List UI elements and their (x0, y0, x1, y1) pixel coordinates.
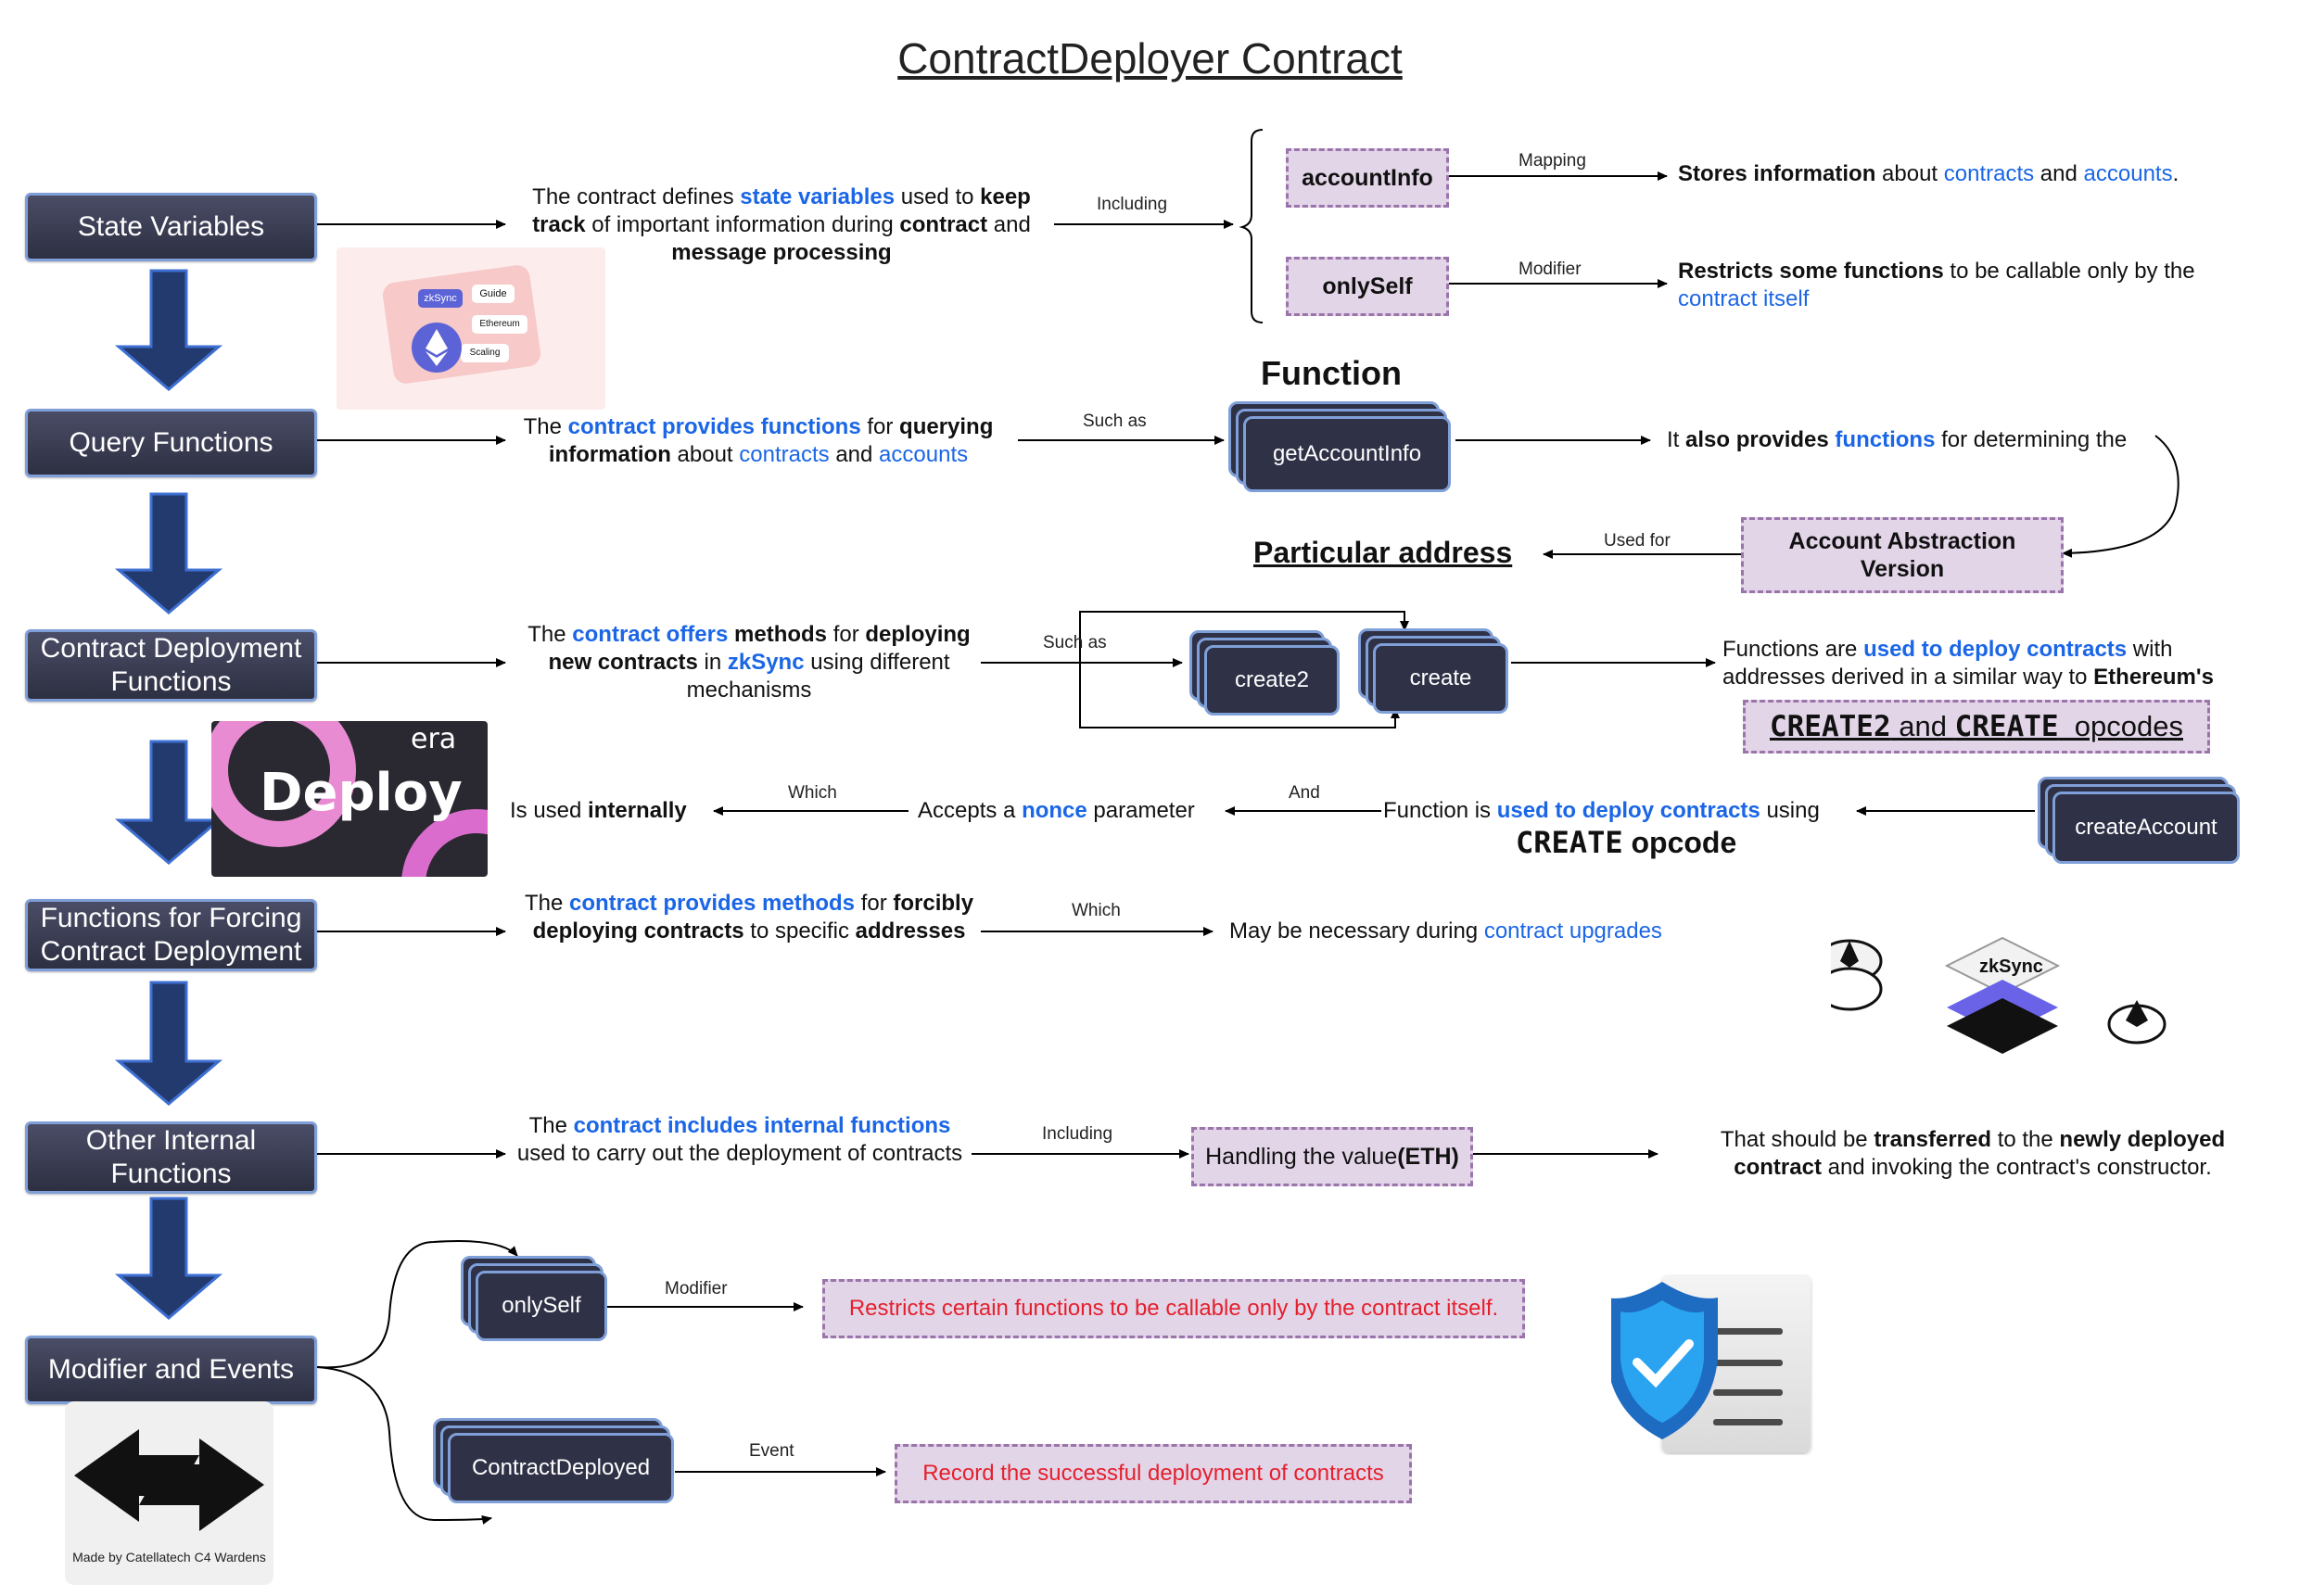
such-as-label-1: Such as (1083, 412, 1147, 431)
down-arrow-icon (114, 1197, 223, 1320)
other-internal-box: Other Internal Functions (25, 1121, 317, 1194)
arrow-curve-aa (2062, 435, 2179, 558)
deployed-desc-box: Record the successful deployment of cont… (895, 1444, 1412, 1503)
down-arrow-icons (114, 269, 223, 1320)
such-as-label-2: Such as (1043, 633, 1107, 652)
arrow-curve-onlyself (316, 1240, 518, 1369)
contractdeployed-stack: ContractDeployed (433, 1418, 679, 1503)
arrow-loop-top (1079, 611, 1409, 663)
other-internal-desc: The contract includes internal functions… (516, 1113, 963, 1166)
used-for-label: Used for (1604, 531, 1671, 551)
opcodes-box: CREATE2 and CREATE opcodes (1743, 700, 2210, 754)
tag-guide: Guide (472, 285, 515, 303)
onlyself-desc-box: Restricts certain functions to be callab… (822, 1279, 1525, 1338)
function-heading: Function (1261, 354, 1402, 392)
eth-result: That should be transferred to the newly … (1720, 1127, 2226, 1180)
ethereum-icon (1840, 941, 1859, 968)
tag-scaling: Scaling (461, 344, 509, 362)
nonce-desc: Accepts a nonce parameter (918, 798, 1195, 823)
contract-deployment-desc: The contract offers methods for deployin… (527, 622, 971, 703)
eth-value-box: Handling the value (ETH) (1191, 1127, 1473, 1186)
create2-stack: create2 (1189, 630, 1340, 716)
modifier-label-2: Modifier (665, 1279, 728, 1298)
deploy-word: Deploy (260, 763, 463, 823)
state-variables-desc: The contract defines state variables use… (532, 184, 1031, 265)
query-functions-box: Query Functions (25, 409, 317, 477)
particular-address: Particular address (1253, 536, 1513, 569)
tag-zksync: zkSync (418, 289, 463, 308)
footer-credit: Made by Catellatech C4 Wardens (72, 1550, 266, 1564)
deploy-image: era Deploy (211, 721, 488, 877)
era-brand: era (411, 723, 457, 755)
tag-ethereum: Ethereum (472, 315, 527, 334)
create-stack: create (1358, 628, 1508, 714)
query-functions-desc: The contract provides functions for quer… (523, 414, 994, 467)
and-label: And (1289, 783, 1320, 803)
forcing-desc: The contract provides methods for forcib… (524, 891, 974, 944)
down-arrow-icon (114, 981, 223, 1106)
shield-image (1611, 1274, 1813, 1455)
swap-arrows-icon (74, 1429, 264, 1531)
down-arrow-icon (114, 740, 223, 865)
forcing-result: May be necessary during contract upgrade… (1229, 918, 1662, 944)
footer-logo: Made by Catellatech C4 Wardens (65, 1401, 273, 1585)
zksync-logo-word: zkSync (1979, 956, 2043, 977)
getaccountinfo-stack: getAccountInfo (1228, 401, 1451, 492)
modifier-label: Modifier (1519, 260, 1582, 279)
create-opcode: CREATE opcode (1516, 825, 1737, 860)
which-label-1: Which (788, 783, 837, 803)
mapping-label: Mapping (1519, 151, 1586, 171)
down-arrow-icon (114, 492, 223, 614)
which-label-2: Which (1072, 901, 1121, 920)
onlyself-state-box: onlySelf (1286, 257, 1449, 316)
arrow-curve-deployed (316, 1366, 492, 1525)
including-label-2: Including (1042, 1124, 1113, 1144)
contract-deployment-box: Contract Deployment Functions (25, 629, 317, 702)
page-title: ContractDeployer Contract (897, 34, 1403, 82)
createaccount-stack: createAccount (2038, 777, 2242, 865)
arrow-loop-bottom (1079, 663, 1400, 728)
internal-desc: Is used internally (510, 798, 687, 823)
modifier-events-box: Modifier and Events (25, 1336, 317, 1404)
accountinfo-desc: Stores information about contracts and a… (1678, 161, 2179, 186)
onlyself-stack: onlySelf (461, 1256, 609, 1341)
down-arrow-icon (114, 269, 223, 391)
getaccountinfo-box: getAccountInfo (1243, 416, 1451, 492)
including-label: Including (1097, 195, 1168, 214)
contractdeployed-box: ContractDeployed (448, 1433, 674, 1503)
also-provides-desc: It also provides functions for determini… (1667, 427, 2128, 452)
create-box: create (1373, 643, 1508, 714)
onlyself-state-desc: Restricts some functions to be callable … (1678, 259, 2195, 311)
accountinfo-box: accountInfo (1286, 148, 1449, 208)
forcing-deployment-box: Functions for Forcing Contract Deploymen… (25, 899, 317, 971)
event-label: Event (749, 1441, 794, 1461)
createaccount-box: createAccount (2052, 792, 2240, 864)
onlyself-box: onlySelf (476, 1271, 607, 1341)
account-abstraction-box: Account Abstraction Version (1741, 517, 2064, 593)
createaccount-desc: Function is used to deploy contracts usi… (1383, 798, 1820, 823)
ethereum-icon (2126, 1000, 2148, 1027)
ethereum-icon (412, 323, 462, 373)
zksync-guide-image: zkSync Guide Ethereum Scaling (337, 247, 605, 410)
brace (1239, 129, 1264, 323)
create2-box: create2 (1204, 645, 1340, 716)
zksync-logo-image: zkSync (1831, 924, 2169, 1063)
state-variables-box: State Variables (25, 193, 317, 261)
create-result-desc: Functions are used to deploy contracts w… (1722, 637, 2214, 690)
